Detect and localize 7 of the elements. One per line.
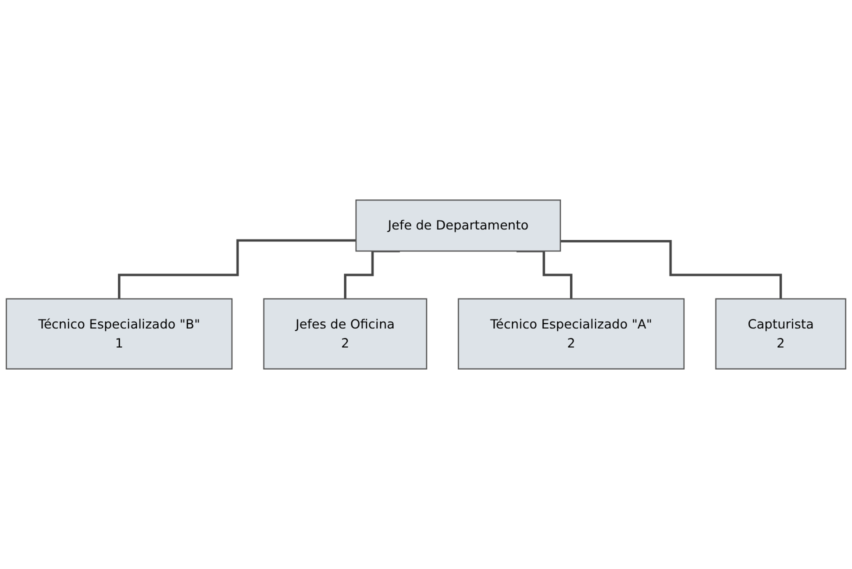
node-box: Jefe de Departamento [355, 200, 561, 252]
node-box: Jefes de Oficina 2 [263, 298, 428, 370]
node-box: Técnico Especializado "A" 2 [458, 298, 685, 370]
connector [560, 240, 782, 300]
node-box: Capturista 2 [715, 298, 846, 370]
node-box: Técnico Especializado "B" 1 [6, 298, 233, 370]
connector [118, 239, 356, 300]
